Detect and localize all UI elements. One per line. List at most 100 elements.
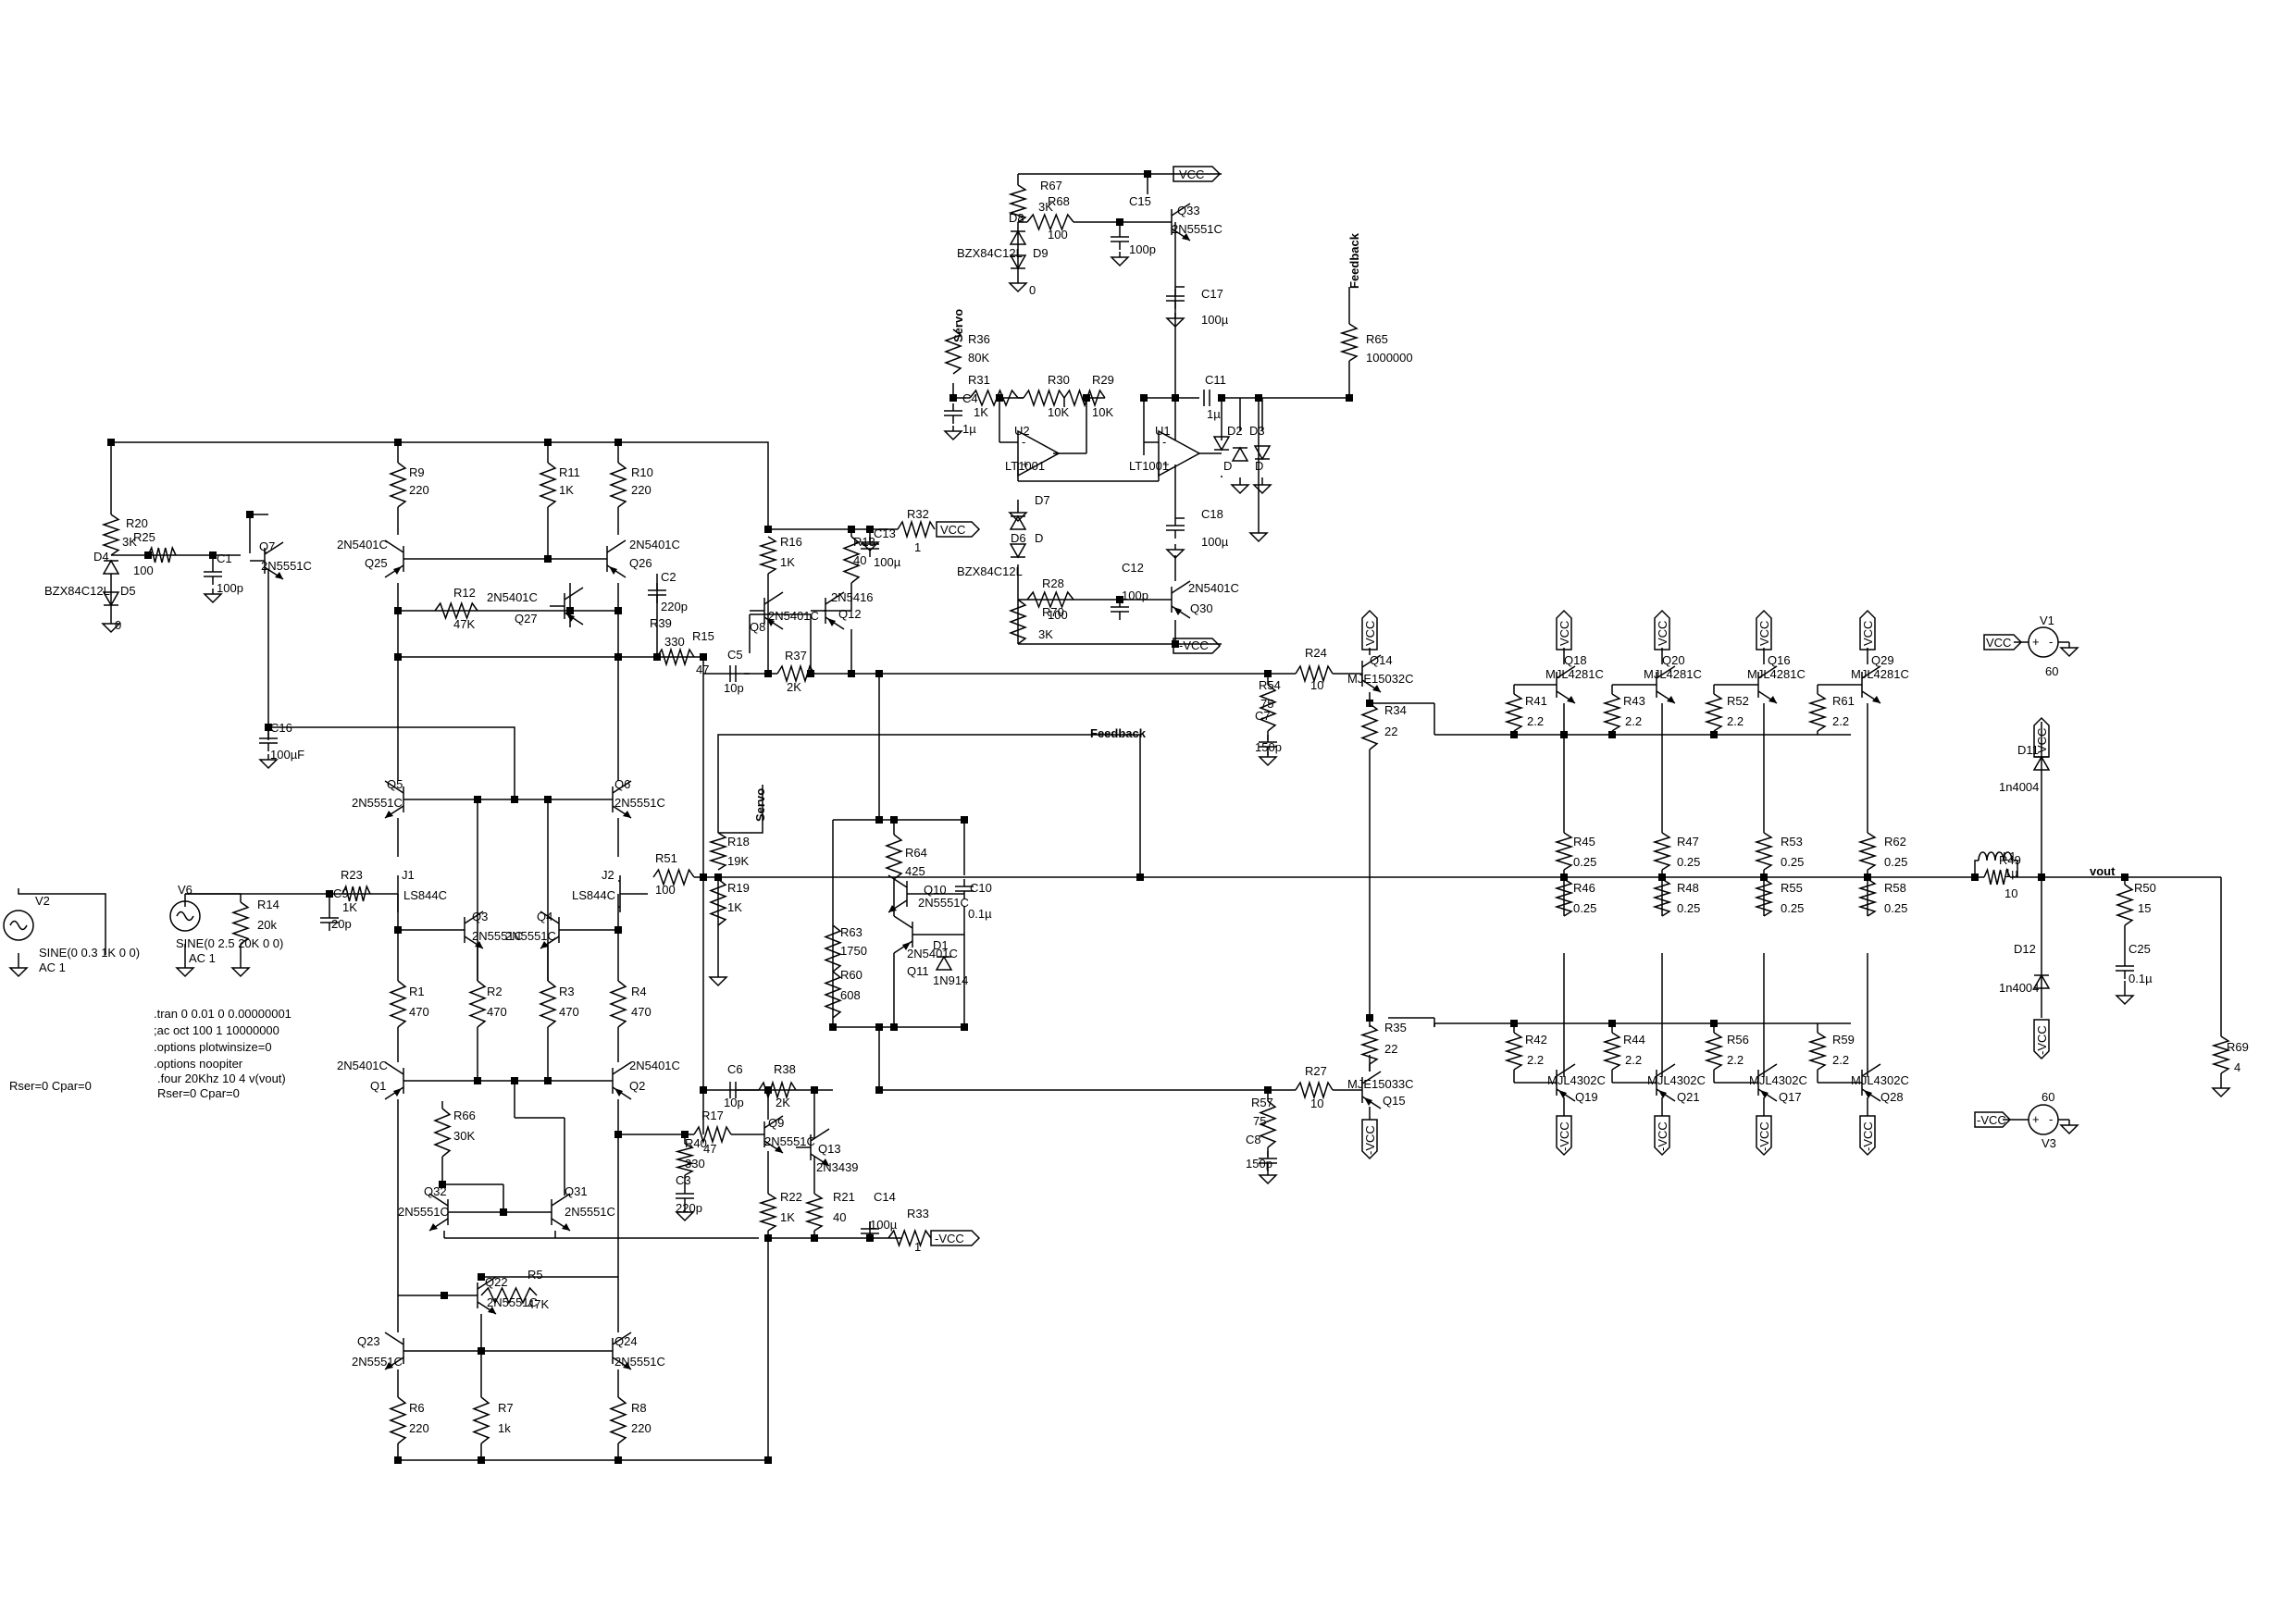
resistor [388, 1396, 408, 1444]
wires [18, 173, 2222, 1461]
nvcc-flag-r33: -VCC [935, 1232, 964, 1245]
junction-dot [1172, 640, 1179, 648]
component-label: Q18 [1564, 653, 1587, 667]
pnp-transistor [550, 587, 584, 626]
component-label: R33 [907, 1207, 929, 1220]
junction-dot [394, 926, 402, 934]
component-label: 2N5401C [1188, 581, 1239, 595]
junction-dot [614, 1456, 622, 1464]
component-label: R45 [1573, 835, 1595, 849]
component-label: Q17 [1779, 1090, 1802, 1104]
component-label: R7 [498, 1401, 514, 1415]
ground-icon [1252, 479, 1272, 495]
junction-dot [1366, 700, 1373, 707]
capacitor [1259, 735, 1277, 755]
resistor [471, 1396, 491, 1444]
component-label: Q26 [629, 556, 652, 570]
svg-text:+: + [1022, 457, 1029, 471]
resistor [2115, 884, 2135, 926]
resistor [433, 1108, 452, 1158]
vcc-flag-v1: VCC [1986, 636, 2011, 650]
component-label: R58 [1884, 881, 1906, 895]
component-label: 2N5551C [918, 896, 969, 910]
component-label: R39 [650, 616, 672, 630]
junction-dot [949, 394, 957, 402]
pnp-transistor [750, 591, 784, 630]
resistor [341, 884, 371, 902]
junction-dot [1116, 596, 1123, 603]
svg-text:-: - [2049, 635, 2053, 649]
capacitor [1203, 390, 1210, 406]
ground-icon [230, 962, 251, 978]
nvcc-flag-text: -VCC [1363, 1125, 1377, 1155]
component-label: R18 [727, 835, 750, 849]
nvcc-flag-v3: -VCC [1977, 1113, 2006, 1127]
component-label: Q33 [1177, 204, 1200, 217]
ground-icon [708, 972, 728, 987]
junction-dot [544, 439, 552, 446]
component-label: C14 [874, 1190, 896, 1204]
v2-ac: AC 1 [39, 960, 66, 974]
junction-dot [890, 816, 898, 824]
junction-dot [1264, 670, 1272, 677]
svg-text:+: + [2032, 635, 2040, 649]
component-label: C1 [217, 551, 232, 565]
component-label: R66 [453, 1109, 476, 1122]
resistor [1857, 878, 1878, 917]
component-label: 1000000 [1366, 351, 1413, 365]
component-label: Q2 [629, 1079, 645, 1093]
resistor [1652, 832, 1672, 871]
component-label: R30 [1048, 373, 1070, 387]
component-label: R24 [1305, 646, 1327, 660]
component-label: C16 [270, 721, 292, 735]
component-label: 10 [1310, 1096, 1323, 1110]
component-label: Q25 [365, 556, 388, 570]
v6-ac: AC 1 [189, 951, 216, 965]
zener-diode-icon [1009, 254, 1027, 270]
component-label: 330 [664, 635, 685, 649]
component-label: 3K [1038, 200, 1053, 214]
npn-transistor [796, 1128, 830, 1167]
component-label: 2N5551C [505, 929, 556, 943]
component-label: R27 [1305, 1064, 1327, 1078]
diode-icon [2032, 973, 2051, 989]
junction-dot [1172, 394, 1179, 402]
npn-transistor [463, 1276, 497, 1315]
component-label: R6 [409, 1401, 425, 1415]
junction-dot [474, 1077, 481, 1084]
component-label: 2N5401C [487, 590, 538, 604]
component-label: Q28 [1880, 1090, 1904, 1104]
capacitor [676, 1186, 694, 1207]
resistor [693, 1124, 732, 1145]
component-label: R15 [692, 629, 714, 643]
resistor [1504, 693, 1524, 732]
junction-dot [394, 439, 402, 446]
component-label: R54 [1259, 678, 1281, 692]
junction-dots [107, 170, 2128, 1464]
component-label: R37 [785, 649, 807, 663]
component-label: 1K [559, 483, 574, 497]
component-label: 1µ [2004, 866, 2018, 880]
capacitor [648, 583, 666, 603]
junction-dot [1366, 1014, 1373, 1022]
ground-icon [1230, 479, 1250, 495]
component-label: D [1255, 459, 1263, 473]
component-label: 2N3439 [816, 1160, 859, 1174]
pnp-transistor [384, 539, 418, 578]
component-label: 1n4004 [1999, 780, 2039, 794]
component-label: 2N5401C [629, 1059, 680, 1072]
vcc-vertical-flag: VCC [1361, 609, 1378, 650]
capacitor [2116, 959, 2134, 979]
resistor [943, 328, 963, 375]
component-label: R23 [341, 868, 363, 882]
component-label: 1N914 [933, 973, 968, 987]
resistor [1026, 589, 1074, 610]
junction-dot [1710, 731, 1718, 738]
component-label: R34 [1384, 703, 1407, 717]
capacitor [1111, 229, 1129, 250]
junction-dot [811, 1086, 818, 1094]
ground-icon [8, 962, 29, 978]
vcc-vertical-flag: VCC [1654, 609, 1670, 650]
component-label: 1750 [840, 944, 867, 958]
